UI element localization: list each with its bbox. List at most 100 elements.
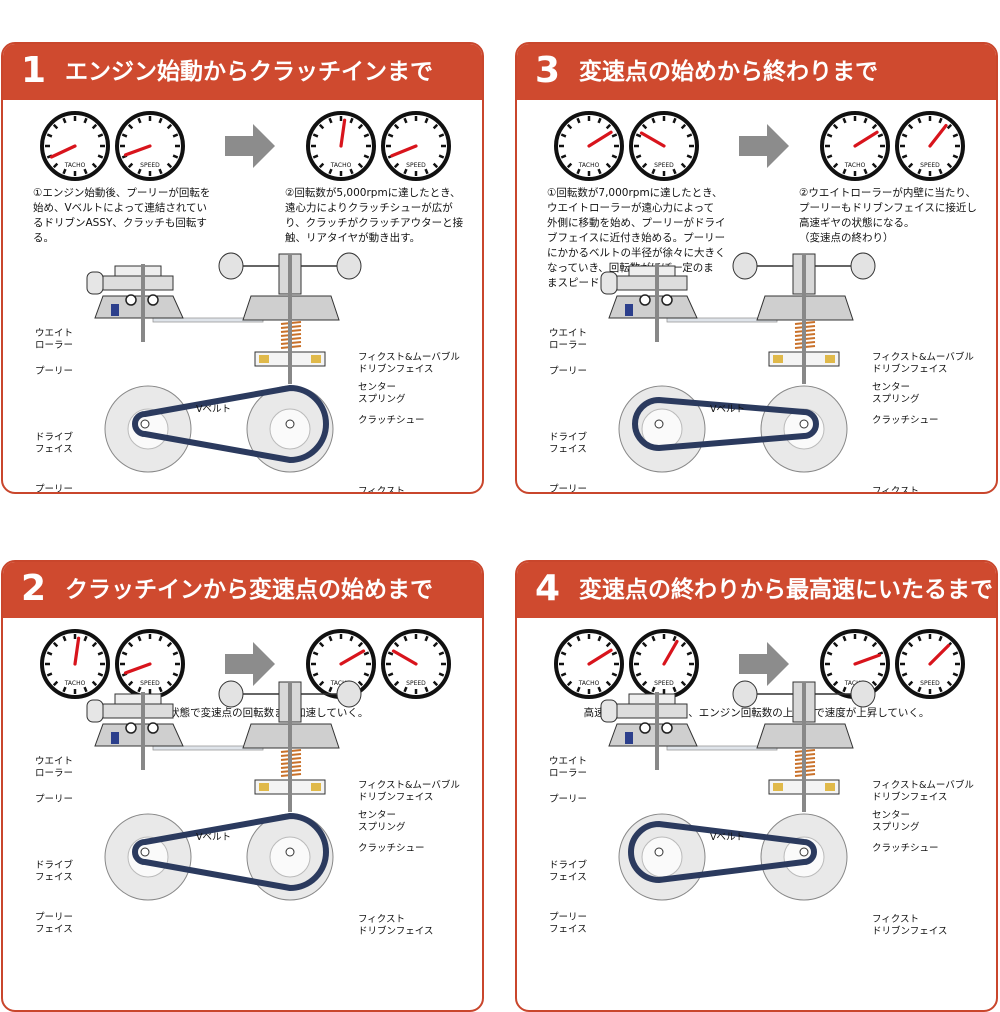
gauge-tick <box>424 117 429 124</box>
gauge-tick <box>158 168 163 175</box>
pulley-body <box>608 295 698 319</box>
gauge-tick <box>97 154 104 159</box>
weight-roller-icon <box>147 294 159 306</box>
gauge-tick <box>424 168 429 175</box>
gauge-tick <box>651 686 656 693</box>
clutch-shoe-right <box>311 355 321 363</box>
gauge-tick <box>62 117 67 124</box>
gauge-tick <box>137 117 142 124</box>
gauge-label: SPEED <box>920 680 940 687</box>
gauge-tick <box>424 686 429 693</box>
drive-pulley-assembly <box>600 264 698 342</box>
label-clutch-shoe: クラッチシュー <box>872 843 939 854</box>
label-v-belt: Vベルト <box>710 832 745 843</box>
clutch-shoe-right <box>825 783 835 791</box>
drive-axle <box>654 847 664 857</box>
drive-face-block <box>625 732 633 744</box>
gauge-needle <box>390 144 418 158</box>
drive-shaft <box>655 692 659 770</box>
stage-header: 1 エンジン始動からクラッチインまで <box>3 44 482 100</box>
driven-axle <box>799 419 809 429</box>
label-fixed-movable-driven-face: フィクスト&ムーバブル ドリブンフェイス <box>872 780 974 803</box>
gauge-tick <box>349 635 354 642</box>
gauge-tick <box>62 168 67 175</box>
crank-end <box>600 699 618 723</box>
driven-shaft <box>288 254 292 384</box>
gauge-tick <box>137 168 142 175</box>
gauge-tick <box>576 686 581 693</box>
pulley-top-plate <box>102 703 174 719</box>
gauge-tick <box>938 686 943 693</box>
label-clutch-shoe: クラッチシュー <box>358 415 425 426</box>
gauge-tick <box>328 117 333 124</box>
gauge-label: TACHO <box>578 680 600 687</box>
pulley-top-plate <box>102 275 174 291</box>
gauge-tick <box>172 651 179 656</box>
driven-pulley-assembly <box>218 680 362 812</box>
gauge-tick <box>172 154 179 159</box>
gauge-tick <box>863 168 868 175</box>
gauge-tick <box>680 641 687 648</box>
v-belt-loop <box>628 821 817 883</box>
cvt-mechanism-diagram <box>86 252 362 473</box>
clutch-shoe-right <box>311 783 321 791</box>
gauge-tick <box>686 133 693 138</box>
gauge-tick <box>917 635 922 642</box>
gauge-tick <box>357 680 364 687</box>
gauge-label: TACHO <box>330 162 352 169</box>
gauge-needle <box>928 644 950 666</box>
clutch-weight-right <box>850 680 876 708</box>
cvt-mechanism-diagram <box>86 680 362 901</box>
gauge-tick <box>907 641 914 648</box>
description-step-2: ②ウエイトローラーが内壁に当たり、 プーリーもドリブンフェイスに接近し 高速ギヤ… <box>799 187 977 244</box>
driven-axle <box>285 847 295 857</box>
weight-roller-icon <box>661 722 673 734</box>
clutch-shoe-left <box>773 355 783 363</box>
clutch-shoe-left <box>773 783 783 791</box>
gauge-tick <box>363 672 370 677</box>
gauge-tick <box>91 680 98 687</box>
gauge-label: TACHO <box>844 680 866 687</box>
label-v-belt: Vベルト <box>196 832 231 843</box>
driven-axle <box>285 419 295 429</box>
gauge-tick <box>917 117 922 124</box>
gauge-needle <box>49 144 77 159</box>
gauge-tick <box>826 133 833 138</box>
gauge-tick <box>121 651 128 656</box>
gauge-tick <box>166 680 173 687</box>
drive-axle <box>140 847 150 857</box>
pulley-cover <box>114 693 162 705</box>
clutch-weight-right <box>336 252 362 280</box>
tacho-gauge-after: TACHO <box>820 111 890 181</box>
v-belt-loop <box>132 385 329 463</box>
gauge-tick <box>432 162 439 169</box>
speed-gauge-after: SPEED <box>895 111 965 181</box>
pulley-body <box>608 723 698 747</box>
gauge-tick <box>312 154 319 159</box>
gauge-label: TACHO <box>578 162 600 169</box>
gauge-tick <box>842 117 847 124</box>
stage-title: 変速点の始めから終わりまで <box>579 59 878 85</box>
pulley-face-hub <box>641 836 683 878</box>
drive-pulley-assembly <box>86 692 184 770</box>
speed-gauge-after: SPEED <box>381 111 451 181</box>
gauge-tick <box>357 641 364 648</box>
label-fixed-movable-driven-face: フィクスト&ムーバブル ドリブンフェイス <box>358 352 460 375</box>
gauge-tick <box>560 133 567 138</box>
pulley-top-plate <box>616 275 688 291</box>
gauge-label: SPEED <box>654 680 674 687</box>
tacho-gauge-after: TACHO <box>306 111 376 181</box>
gauge-tick <box>826 672 833 677</box>
drive-face-block <box>111 732 119 744</box>
cvt-mechanism-diagram <box>600 680 876 901</box>
driven-face-hub <box>269 408 311 450</box>
gauge-tick <box>901 133 908 138</box>
gauge-tick <box>651 635 656 642</box>
weight-roller-icon <box>639 722 651 734</box>
driven-pulley-assembly <box>218 252 362 384</box>
gauge-tick <box>566 641 573 648</box>
stage-number: 1 <box>21 50 47 91</box>
gauge-tick <box>403 117 408 124</box>
label-weight-roller: ウエイト ローラー <box>35 328 74 351</box>
